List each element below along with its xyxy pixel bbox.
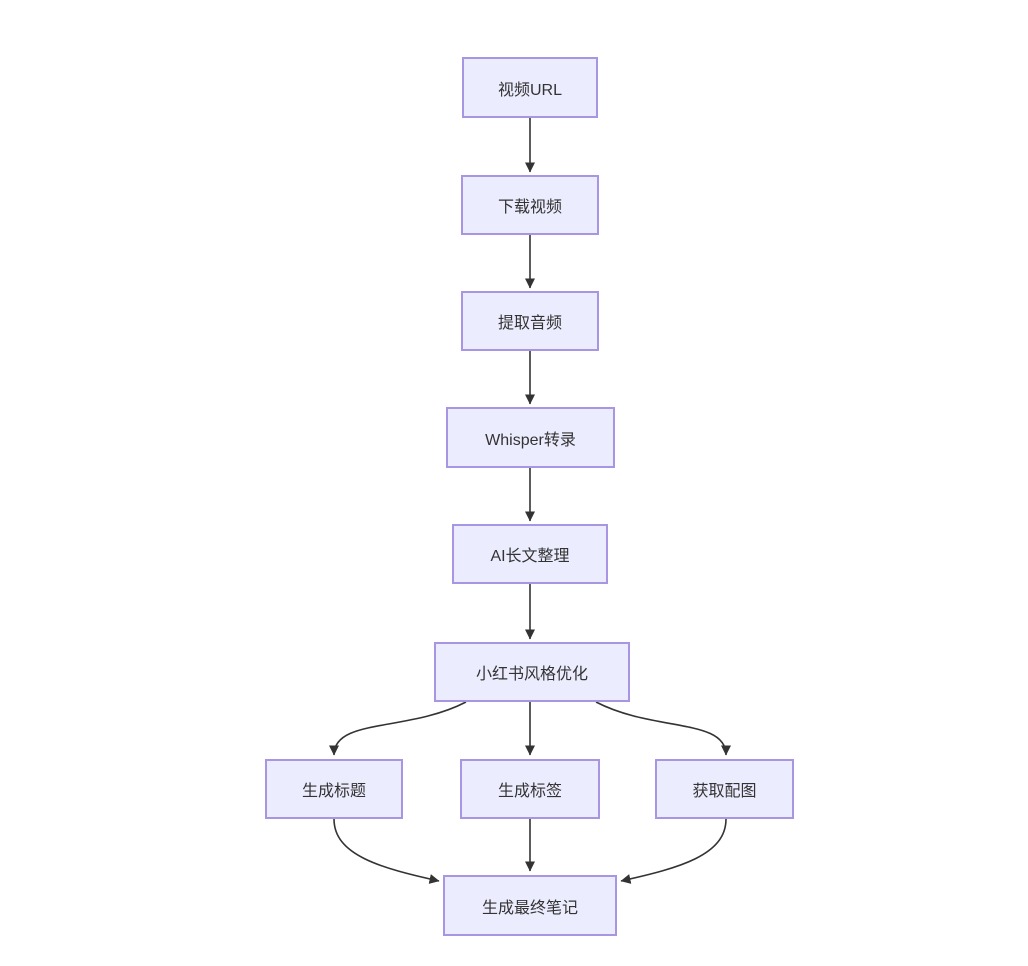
node-ai-longform-clean: AI长文整理 — [452, 524, 608, 584]
node-final-note: 生成最终笔记 — [443, 875, 617, 936]
node-download-video: 下载视频 — [461, 175, 599, 235]
node-generate-title: 生成标题 — [265, 759, 403, 819]
node-extract-audio: 提取音频 — [461, 291, 599, 351]
node-fetch-images: 获取配图 — [655, 759, 794, 819]
node-whisper-transcribe: Whisper转录 — [446, 407, 615, 468]
edge-style-to-generate-title — [329, 701, 467, 756]
node-generate-tags: 生成标签 — [460, 759, 600, 819]
edge-fetch-images-to-final-note — [620, 818, 727, 884]
node-video-url: 视频URL — [462, 57, 598, 118]
edge-generate-title-to-final-note — [333, 818, 440, 884]
node-xiaohongshu-style: 小红书风格优化 — [434, 642, 630, 702]
edge-style-to-fetch-images — [595, 701, 731, 756]
